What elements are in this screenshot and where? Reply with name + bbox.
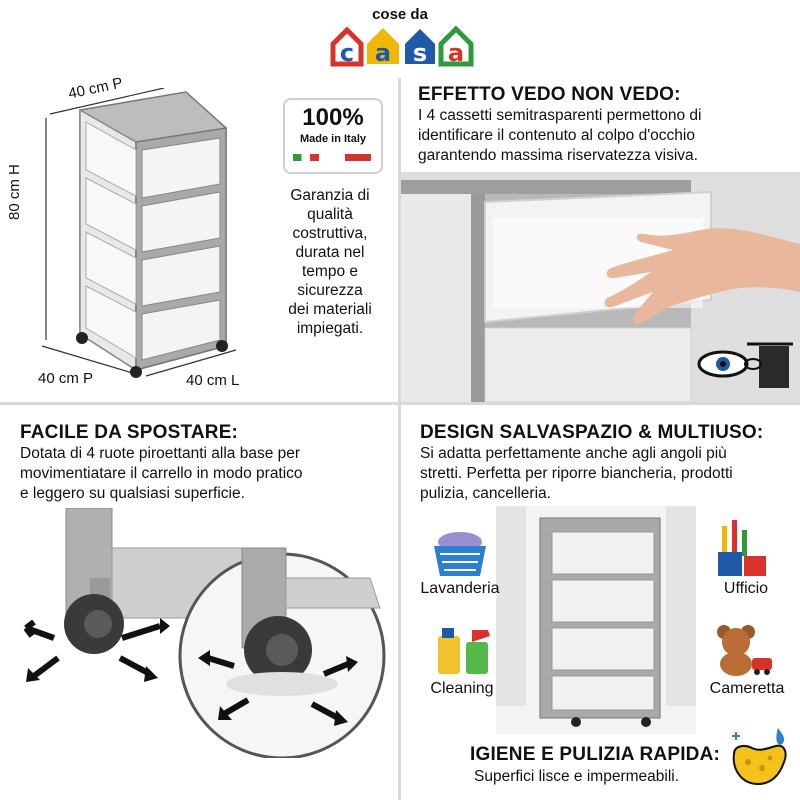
dim-bottom-depth: 40 cm P [38, 370, 94, 387]
igiene-title: IGIENE E PULIZIA RAPIDA: [470, 744, 721, 765]
design-line: stretti. Perfetta per riporre biancheria… [420, 465, 733, 482]
guarantee-line: durata nel [295, 244, 365, 261]
effetto-title: EFFETTO VEDO NON VEDO: [418, 84, 681, 105]
vertical-divider [398, 78, 401, 800]
dim-height: 80 cm H [6, 164, 23, 220]
design-line: Si adatta perfettamente anche agli angol… [420, 445, 727, 462]
made-in-italy-badge: 100% Made in Italy [283, 98, 383, 174]
logo-houses-icon: c a s a [330, 25, 474, 67]
logo-tagline: cose da [372, 6, 428, 23]
effetto-description: I 4 cassetti semitrasparenti permettono … [418, 106, 798, 166]
logo-letter-a: a [375, 39, 391, 67]
dim-width: 40 cm L [186, 372, 240, 389]
brand-logo: cose da c a s a [325, 2, 475, 72]
facile-description: Dotata di 4 ruote piroettanti alla base … [20, 444, 390, 504]
facile-line: e leggero su qualsiasi superficie. [20, 485, 245, 502]
guarantee-line: dei materiali [288, 301, 372, 318]
guarantee-line: impiegati. [296, 320, 364, 337]
logo-letter-a2: a [448, 39, 464, 67]
guarantee-line: sicurezza [297, 282, 363, 299]
horizontal-divider [0, 402, 800, 405]
effetto-line: I 4 cassetti semitrasparenti permettono … [418, 107, 702, 124]
facile-line: movimentiatare il carrello in modo prati… [20, 465, 303, 482]
laundry-basket-icon [434, 532, 486, 576]
privacy-curtain-icon [744, 342, 793, 388]
cleaning-products-icon [438, 628, 490, 674]
italy-flag-red-icon [345, 154, 371, 161]
logo-letter-c: c [340, 39, 354, 67]
badge-made-in: Made in Italy [299, 133, 367, 145]
drawer-hand-photo [401, 172, 800, 402]
product-cabinet-illustration [41, 88, 237, 378]
effetto-line: garantendo massima riservatezza visiva. [418, 147, 698, 164]
guarantee-line: Garanzia di [290, 187, 370, 204]
italy-flag-icon [293, 154, 319, 161]
design-title: DESIGN SALVASPAZIO & MULTIUSO: [420, 422, 764, 443]
design-line: pulizia, cancelleria. [420, 485, 551, 502]
teddy-bear-icon [717, 625, 772, 676]
caster-wheels-illustration [23, 508, 386, 758]
facile-title: FACILE DA SPOSTARE: [20, 422, 239, 443]
design-description: Si adatta perfettamente anche agli angol… [420, 444, 798, 504]
guarantee-line: tempo e [301, 263, 358, 280]
use-lavanderia: Lavanderia [420, 580, 500, 597]
guarantee-line: qualità [307, 206, 353, 223]
room-cabinet-illustration [496, 506, 696, 734]
guarantee-line: costruttiva, [292, 225, 368, 242]
use-cleaning: Cleaning [430, 680, 494, 697]
badge-percent: 100% [302, 104, 364, 131]
sponge-icon [732, 728, 787, 786]
guarantee-text: Garanzia di qualità costruttiva, durata … [272, 186, 388, 338]
visibility-eye-icon [697, 350, 749, 378]
igiene-subtitle: Superfici lisce e impermeabili. [474, 768, 680, 785]
office-supplies-icon [718, 520, 766, 576]
facile-line: Dotata di 4 ruote piroettanti alla base … [20, 445, 301, 462]
logo-letter-s: s [413, 39, 427, 67]
use-cameretta: Cameretta [709, 680, 785, 697]
effetto-line: identificare il contenuto al colpo d'occ… [418, 127, 695, 144]
use-ufficio: Ufficio [723, 580, 769, 597]
